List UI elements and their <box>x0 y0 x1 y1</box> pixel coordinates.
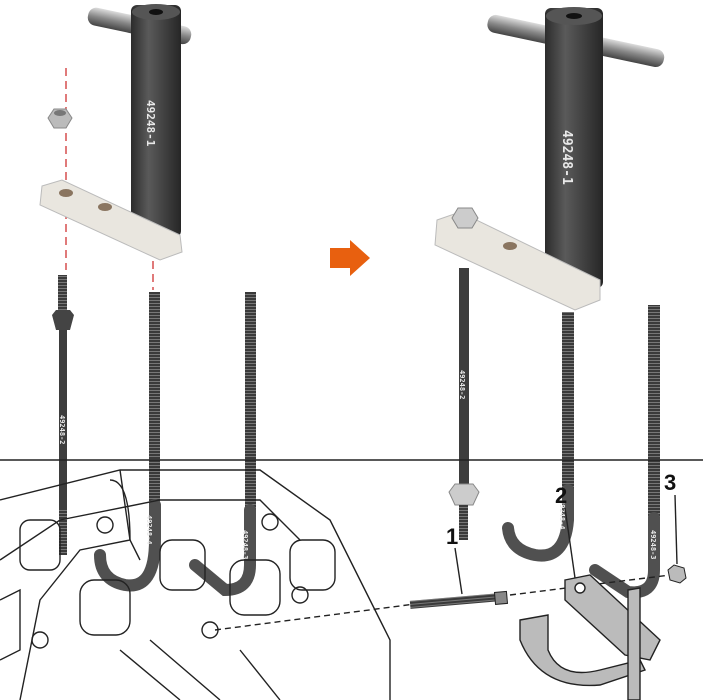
part-label-49248-3: 49248-3 <box>649 530 657 560</box>
part-label-49248-4: 49248-4 <box>558 500 566 530</box>
part-label-49248-3: 49248-3 <box>241 530 249 560</box>
leader-line <box>454 547 463 595</box>
puller-body <box>131 5 181 237</box>
puller-body <box>545 8 603 288</box>
leader-line <box>564 507 576 579</box>
callout-1: 1 <box>446 524 458 549</box>
arrow-right-icon <box>330 240 370 276</box>
part-label-49248-2: 49248-2 <box>58 415 66 445</box>
stud <box>459 268 469 488</box>
part-label-49248-2: 49248-2 <box>458 370 466 400</box>
part-label-49248-1: 49248-1 <box>559 130 574 185</box>
bracket-plate <box>39 179 183 261</box>
hook-bolt-3 <box>648 305 660 520</box>
hook-bolt-4 <box>149 292 160 507</box>
part-label-49248-1: 49248-1 <box>144 100 157 147</box>
stud <box>59 330 67 510</box>
diagram-part-1: 1 <box>409 524 509 609</box>
stud-nut <box>52 310 74 330</box>
exploded-view: 49248-1 49248-2 49248-4 49248-3 <box>39 4 256 597</box>
hook-bolt-4 <box>562 312 574 492</box>
engine-diagram <box>0 469 416 700</box>
part-label-49248-4: 49248-4 <box>145 515 153 545</box>
leader-line <box>674 494 678 565</box>
hook-bolt-3 <box>245 292 256 512</box>
diagram-part-2: 2 <box>509 483 671 700</box>
hex-nut <box>47 108 73 129</box>
callout-2: 2 <box>555 483 567 508</box>
assembled-view: 49248-1 49248-2 49248-4 49248-3 <box>434 7 665 599</box>
callout-3: 3 <box>664 470 676 495</box>
diagram-part-3: 3 <box>664 470 687 584</box>
